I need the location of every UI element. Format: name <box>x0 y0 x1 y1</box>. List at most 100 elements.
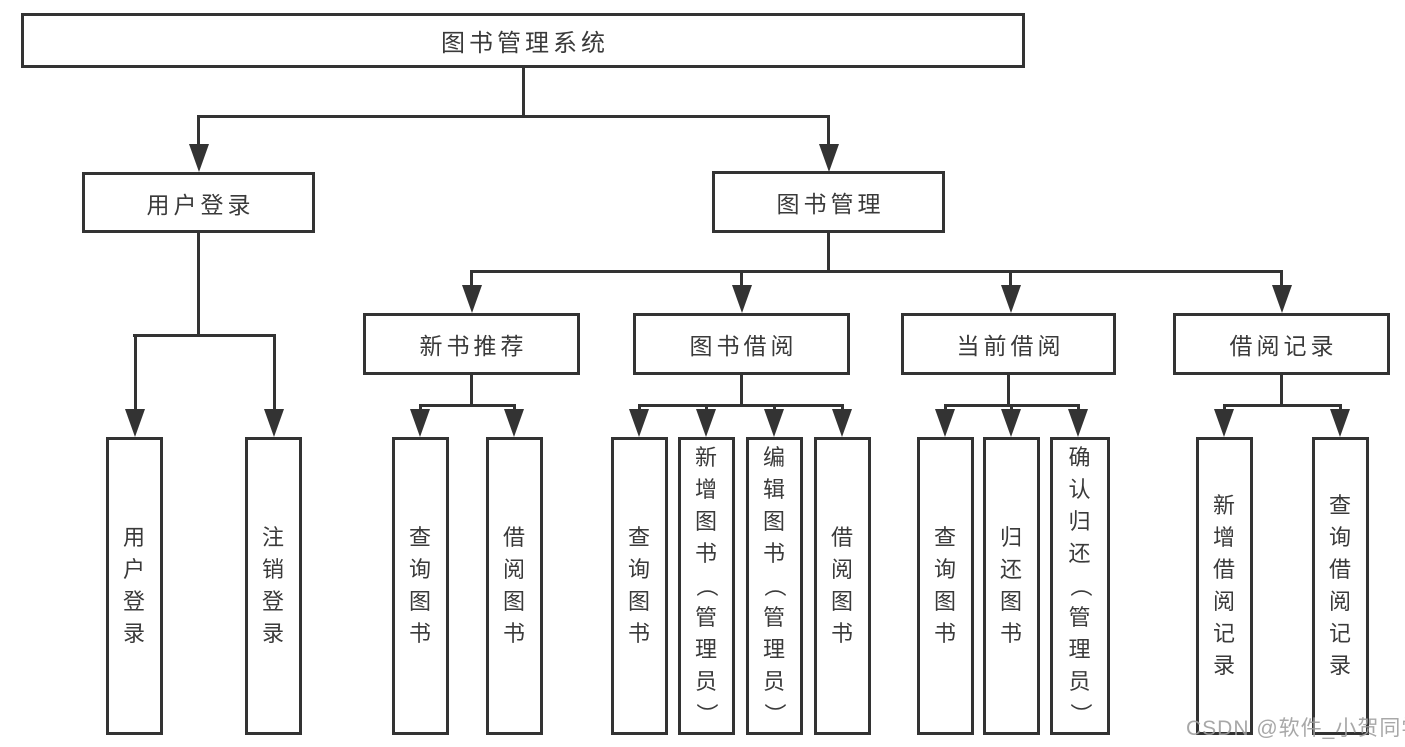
connector-arrow <box>1068 404 1088 437</box>
arrow-down-icon <box>696 409 716 437</box>
connector-line <box>637 404 641 411</box>
connector-line <box>197 115 830 118</box>
leaf-add-book-admin-label: 新增图书（管理员） <box>694 445 719 725</box>
connector-arrow <box>504 404 524 437</box>
connector-line <box>197 233 200 337</box>
connector-line <box>197 115 200 146</box>
connector-line <box>470 375 473 407</box>
arrow-down-icon <box>935 409 955 437</box>
connector-line <box>740 270 743 287</box>
connector-line <box>704 404 708 411</box>
connector-arrow <box>1214 404 1234 437</box>
arrow-down-icon <box>832 409 852 437</box>
node-borrow-records-label: 借阅记录 <box>1229 333 1338 359</box>
connector-line <box>740 375 743 407</box>
leaf-logout: 注销登录 <box>244 437 302 735</box>
connector-line <box>1280 270 1283 287</box>
connector-line <box>827 233 830 273</box>
leaf-return-book: 归还图书 <box>982 437 1040 735</box>
arrow-down-icon <box>764 409 784 437</box>
arrow-down-icon <box>264 409 284 437</box>
connector-line <box>470 270 1283 273</box>
leaf-logout-label: 注销登录 <box>261 525 284 646</box>
connector-line <box>1007 375 1010 407</box>
leaf-borrow-book-recommend: 借阅图书 <box>485 437 543 735</box>
leaf-borrow-book-label: 借阅图书 <box>830 525 853 646</box>
connector-line <box>521 68 525 118</box>
leaf-borrow-book-recommend-label: 借阅图书 <box>502 525 525 646</box>
arrow-down-icon <box>188 144 209 172</box>
connector-arrow <box>696 404 716 437</box>
leaf-query-borrow-record-label: 查询借阅记录 <box>1328 493 1351 678</box>
leaf-edit-book-admin-label: 编辑图书（管理员） <box>762 445 787 725</box>
connector-line <box>1222 404 1226 411</box>
connector-arrow <box>935 404 955 437</box>
connector-arrow <box>410 404 430 437</box>
arrow-down-icon <box>818 144 839 172</box>
leaf-add-borrow-record-label: 新增借阅记录 <box>1212 493 1235 678</box>
node-user-login: 用户登录 <box>82 172 315 233</box>
connector-arrow <box>125 334 145 437</box>
node-book-borrow-label: 图书借阅 <box>689 333 798 359</box>
leaf-user-login-label: 用户登录 <box>122 525 145 646</box>
connector-line <box>840 404 844 411</box>
leaf-query-book-recommend: 查询图书 <box>391 437 449 735</box>
connector-arrow <box>1000 270 1021 313</box>
leaf-query-book-recommend-label: 查询图书 <box>408 525 431 646</box>
connector-arrow <box>1001 404 1021 437</box>
node-root-label: 图书管理系统 <box>441 30 609 57</box>
leaf-query-book-borrow: 查询图书 <box>610 437 668 735</box>
connector-arrow <box>818 115 839 172</box>
arrow-down-icon <box>504 409 524 437</box>
connector-arrow <box>1330 404 1350 437</box>
connector-arrow <box>264 334 284 437</box>
arrow-down-icon <box>1068 409 1088 437</box>
connector-arrow <box>731 270 752 313</box>
connector-line <box>1076 404 1080 411</box>
connector-arrow <box>1271 270 1292 313</box>
arrow-down-icon <box>461 285 482 313</box>
arrow-down-icon <box>1001 409 1021 437</box>
connector-arrow <box>461 270 482 313</box>
arrow-down-icon <box>1214 409 1234 437</box>
leaf-query-book-current: 查询图书 <box>916 437 974 735</box>
connector-line <box>132 334 276 337</box>
leaf-add-borrow-record: 新增借阅记录 <box>1195 437 1253 735</box>
connector-arrow <box>832 404 852 437</box>
connector-line <box>827 115 830 146</box>
connector-line <box>418 404 422 411</box>
connector-line <box>470 270 473 287</box>
connector-line <box>1009 404 1013 411</box>
node-book-management-label: 图书管理 <box>776 191 885 217</box>
leaf-query-book-borrow-label: 查询图书 <box>627 525 650 646</box>
connector-line <box>1009 270 1012 287</box>
watermark-text: CSDN @软件_小贺同学 <box>1186 717 1405 740</box>
connector-arrow <box>764 404 784 437</box>
leaf-query-book-current-label: 查询图书 <box>933 525 956 646</box>
node-root: 图书管理系统 <box>21 13 1025 68</box>
arrow-down-icon <box>1271 285 1292 313</box>
leaf-add-book-admin: 新增图书（管理员） <box>677 437 735 735</box>
leaf-confirm-return-admin-label: 确认归还（管理员） <box>1067 445 1093 725</box>
arrow-down-icon <box>1330 409 1350 437</box>
leaf-borrow-book: 借阅图书 <box>813 437 871 735</box>
node-user-login-label: 用户登录 <box>146 191 255 218</box>
connector-line <box>418 404 516 407</box>
node-borrow-records: 借阅记录 <box>1173 313 1390 375</box>
connector-line <box>1280 375 1283 407</box>
node-current-borrow-label: 当前借阅 <box>956 333 1065 359</box>
connector-line <box>133 334 137 411</box>
connector-arrow <box>629 404 649 437</box>
leaf-user-login: 用户登录 <box>105 437 163 735</box>
node-book-borrow: 图书借阅 <box>633 313 850 375</box>
connector-line <box>637 404 844 407</box>
arrow-down-icon <box>125 409 145 437</box>
leaf-edit-book-admin: 编辑图书（管理员） <box>745 437 803 735</box>
arrow-down-icon <box>731 285 752 313</box>
connector-arrow <box>188 115 209 172</box>
connector-line <box>272 334 276 411</box>
arrow-down-icon <box>410 409 430 437</box>
connector-line <box>1338 404 1342 411</box>
connector-line <box>1222 404 1342 407</box>
